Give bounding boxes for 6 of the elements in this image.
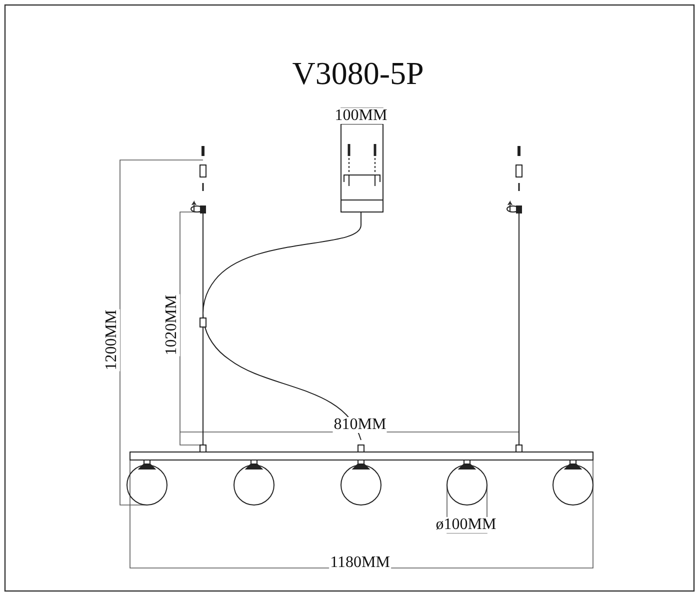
dimension-label: 1020MM — [164, 294, 180, 356]
dimension-label: ø100MM — [434, 517, 498, 533]
dimension-label: 1200MM — [104, 308, 120, 372]
dimension-label: 810MM — [332, 417, 388, 433]
dimension-label: 100MM — [334, 108, 388, 124]
dimension-label: 1180MM — [329, 555, 391, 571]
